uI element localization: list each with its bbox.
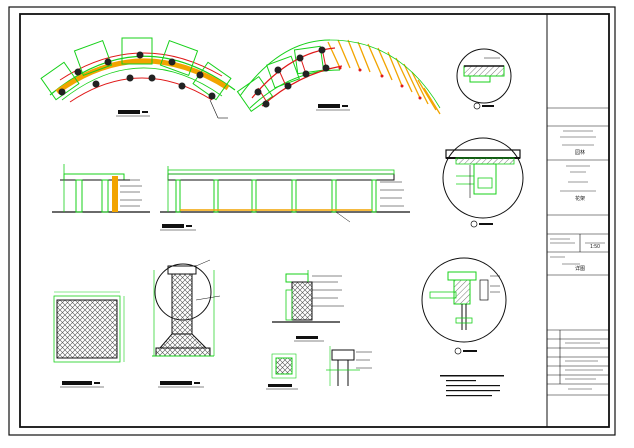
- title-block-rows: [547, 107, 609, 396]
- caption-column-plan: [60, 381, 104, 388]
- detail-circle-3: [421, 257, 507, 355]
- front-elevation: [160, 166, 410, 223]
- side-elevation: [52, 164, 150, 213]
- caption-plan-left: [116, 110, 150, 117]
- caption-plan-right: [316, 104, 350, 111]
- title-block-field-3: 详图: [574, 266, 585, 272]
- column-elevation-section: [152, 259, 221, 357]
- inner-border: [19, 13, 610, 428]
- post-plan-detail: [266, 353, 298, 390]
- title-block-scribbles: [550, 130, 605, 390]
- general-notes: [440, 375, 504, 397]
- detail-circle-1: [456, 48, 512, 110]
- beam-joint-detail: [272, 270, 344, 342]
- pergola-plan-right: [236, 39, 441, 115]
- caption-elevation: [160, 224, 196, 231]
- pergola-plan-left: [40, 37, 236, 119]
- column-plan-section: [53, 291, 125, 363]
- detail-circle-2: [442, 137, 524, 228]
- anchor-detail: [326, 346, 372, 386]
- title-block-field-2: 花架: [574, 196, 585, 202]
- caption-column-elevation: [158, 381, 204, 388]
- title-block-field-4: 1:50: [590, 244, 600, 250]
- outer-border: [8, 6, 616, 436]
- title-block-field-1: 园林: [574, 150, 585, 156]
